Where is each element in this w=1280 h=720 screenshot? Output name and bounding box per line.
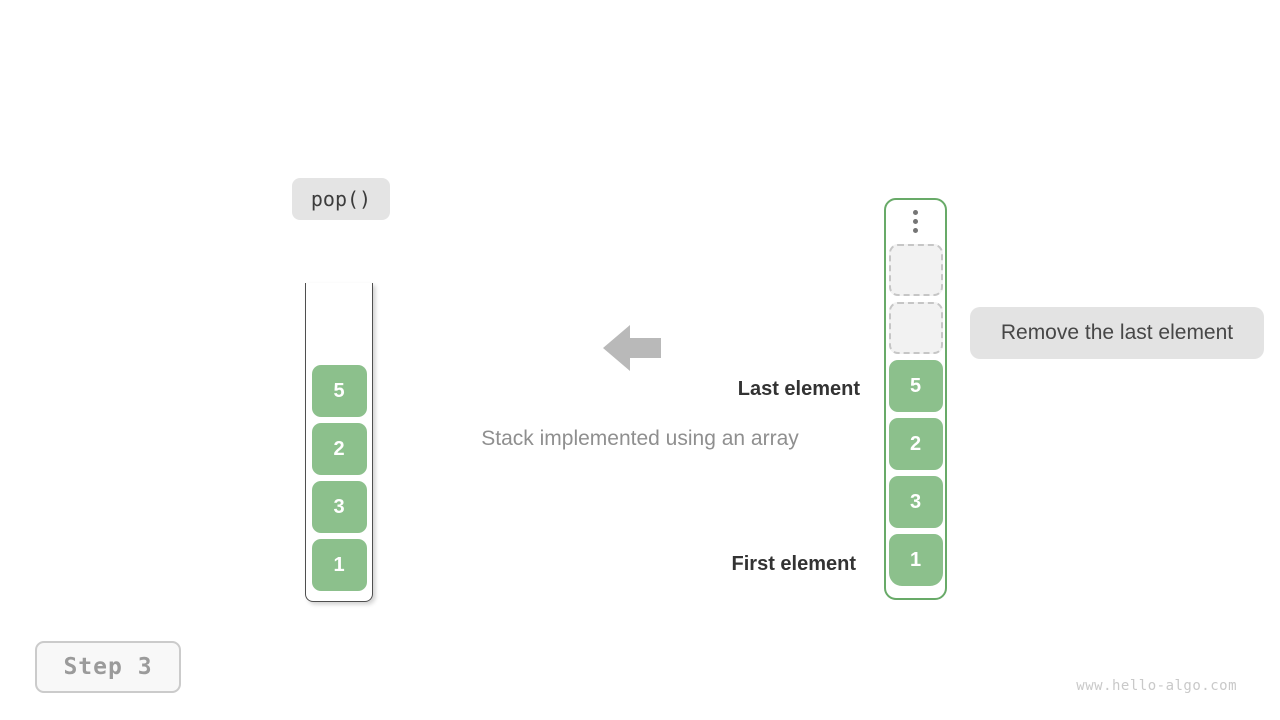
array-cell: 2	[888, 418, 943, 470]
ellipsis-icon	[913, 210, 918, 233]
pop-operation-chip: pop()	[292, 178, 390, 220]
step-label: Step 3	[63, 654, 153, 680]
stack-container: 5 2 3 1	[305, 283, 373, 602]
stack-cell: 1	[311, 539, 367, 591]
array-cell: 1	[888, 534, 943, 586]
step-chip: Step 3	[35, 641, 181, 693]
array-container: 5 2 3 1	[884, 198, 947, 600]
remove-note-chip: Remove the last element	[970, 307, 1264, 359]
stack-cell: 2	[311, 423, 367, 475]
empty-slot	[888, 302, 943, 354]
pop-operation-label: pop()	[310, 187, 372, 211]
remove-note-label: Remove the last element	[1000, 321, 1234, 344]
diagram-caption: Stack implemented using an array	[481, 427, 799, 450]
empty-slot	[888, 244, 943, 296]
first-element-label: First element	[731, 553, 856, 575]
array-cell: 3	[888, 476, 943, 528]
left-arrow-icon	[603, 325, 661, 371]
stack-cell: 3	[311, 481, 367, 533]
stack-cell: 5	[311, 365, 367, 417]
array-cell: 5	[888, 360, 943, 412]
last-element-label: Last element	[737, 378, 860, 400]
watermark: www.hello-algo.com	[1076, 678, 1237, 694]
